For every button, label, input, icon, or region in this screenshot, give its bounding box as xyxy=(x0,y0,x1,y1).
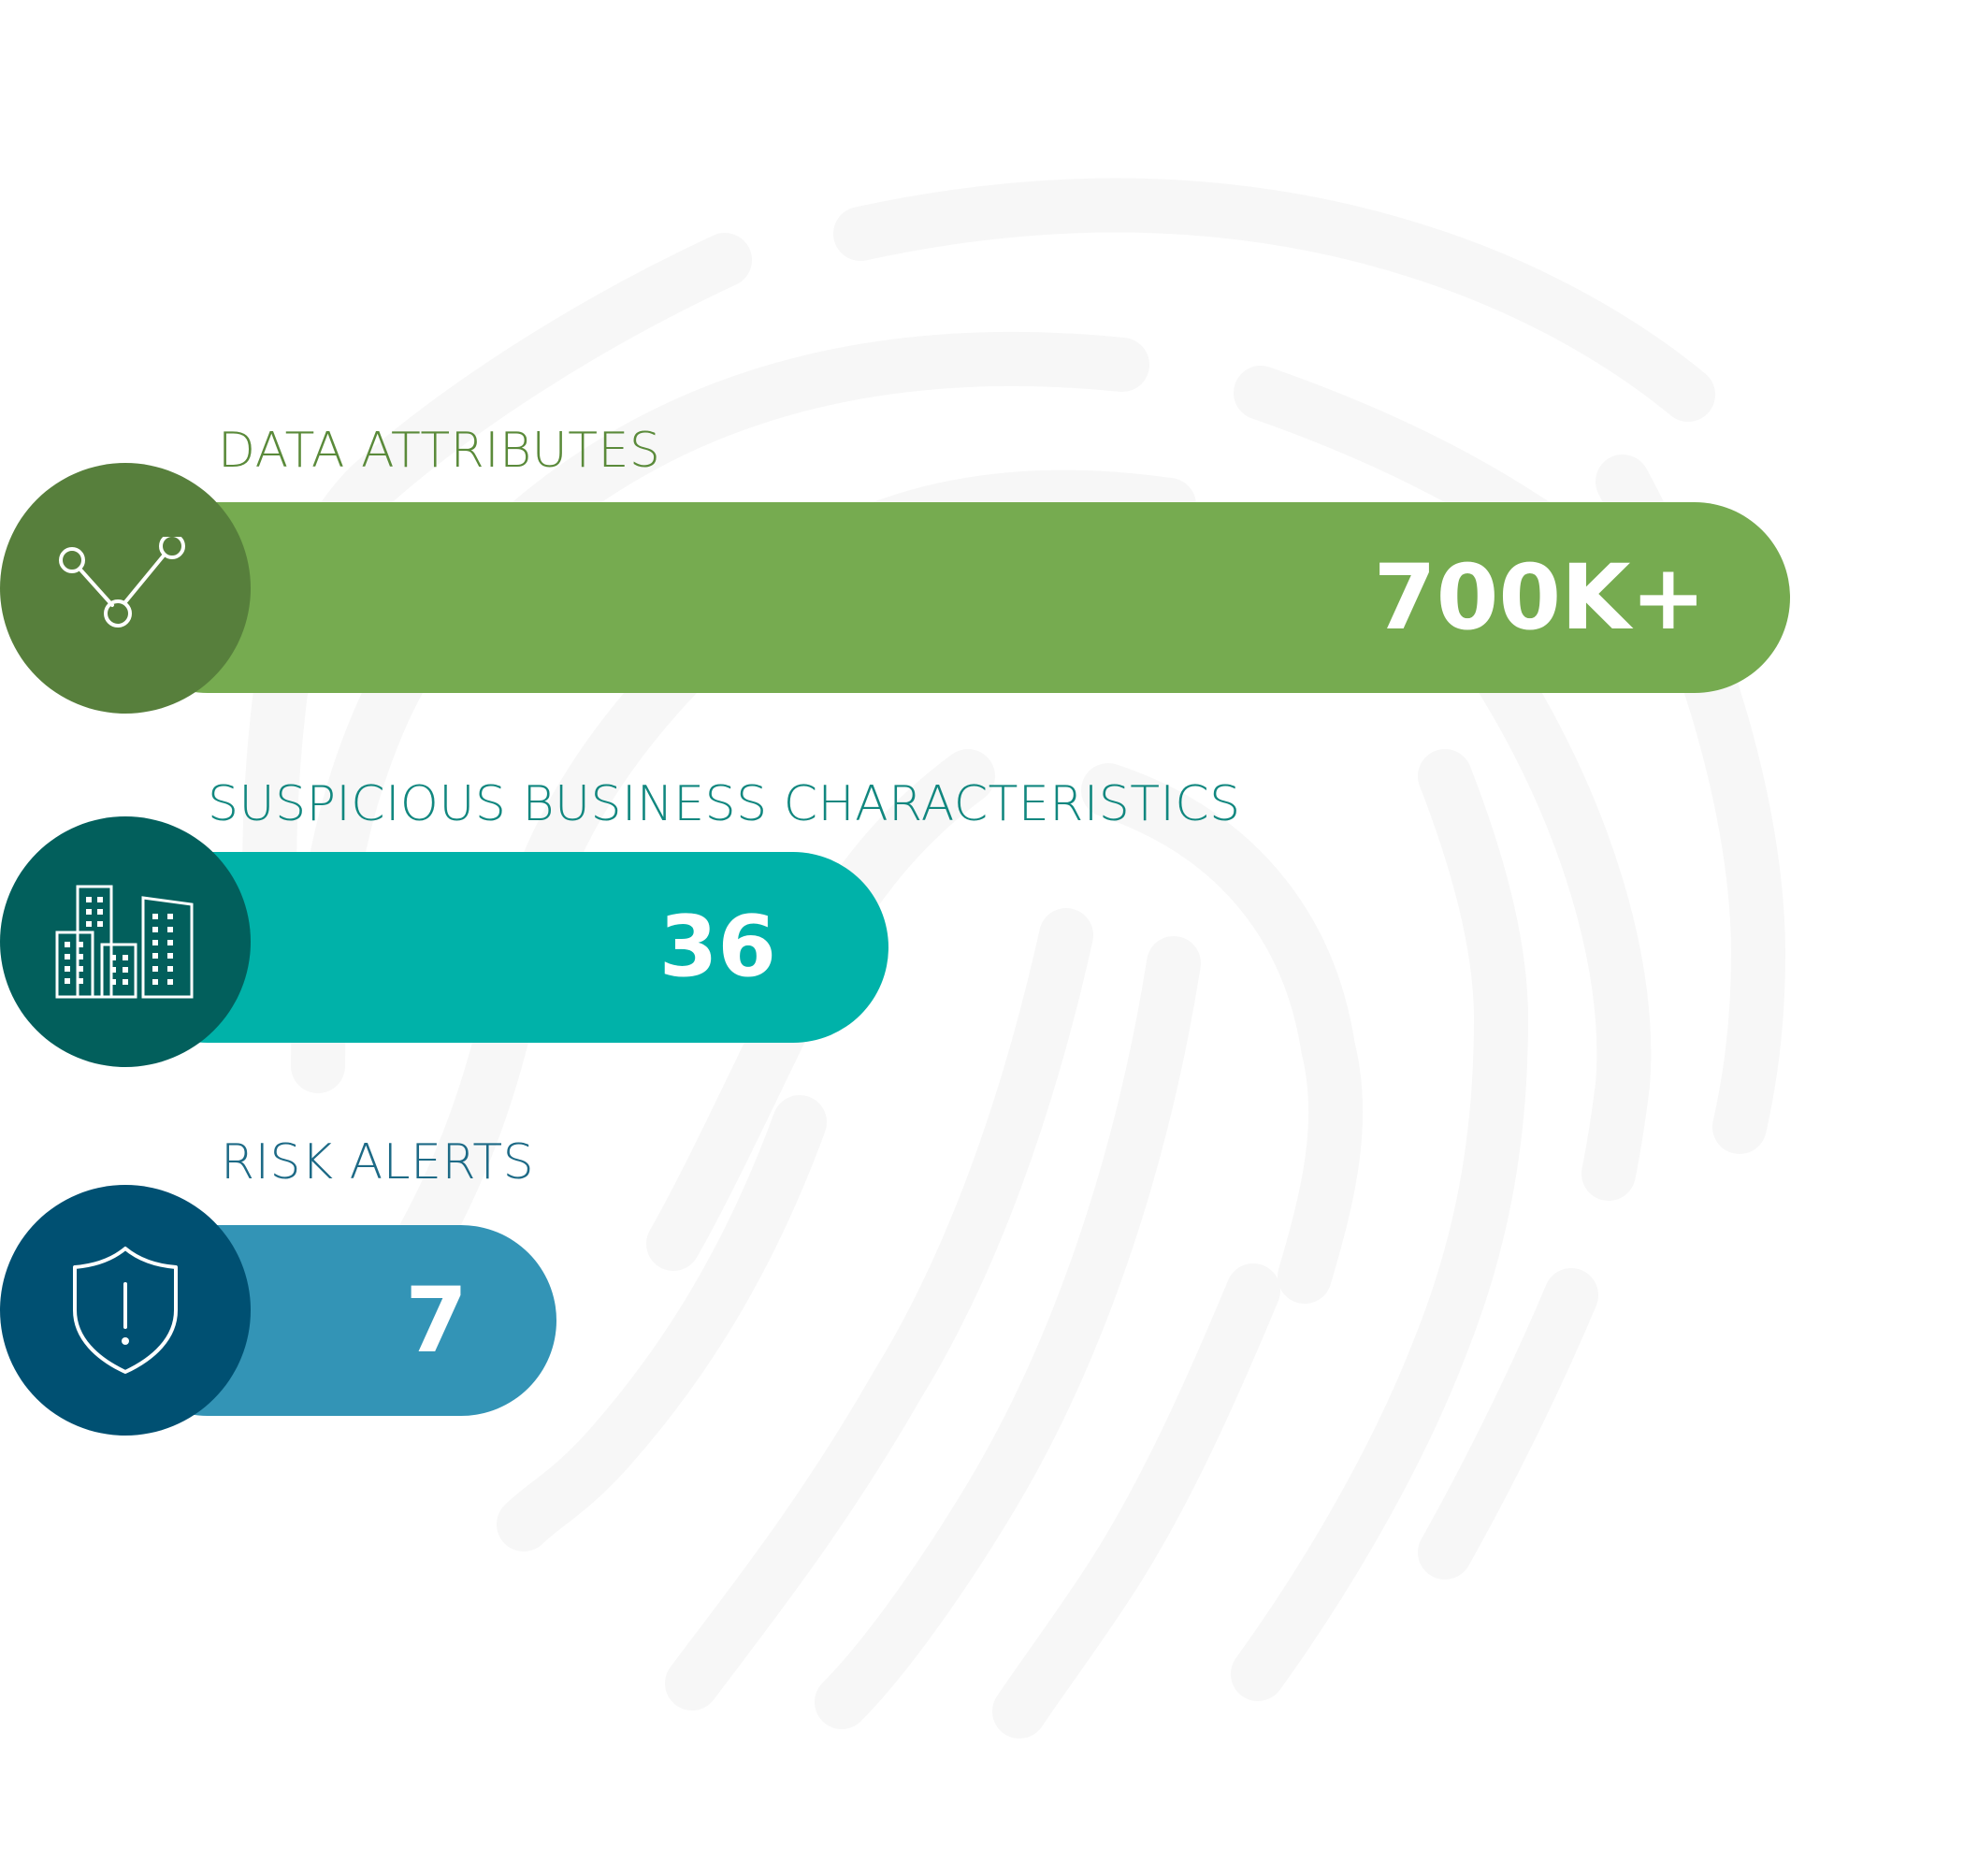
stat-suspicious-business-characteristics: SUSPICIOUS BUSINESS CHARACTERISTICS 36 xyxy=(0,776,1240,1067)
stat-value: 7 xyxy=(405,1268,468,1373)
stat-icon-circle xyxy=(0,816,251,1067)
stat-label: RISK ALERTS xyxy=(221,1134,535,1191)
stat-icon-circle xyxy=(0,1185,251,1436)
stat-risk-alerts: RISK ALERTS 7 xyxy=(0,1134,655,1436)
office-buildings-icon xyxy=(55,885,194,999)
stat-bar: 700K+ xyxy=(112,502,1790,693)
shield-alert-icon xyxy=(73,1247,178,1374)
stat-value: 36 xyxy=(658,898,776,996)
stat-label: SUSPICIOUS BUSINESS CHARACTERISTICS xyxy=(208,776,1241,832)
stat-icon-circle xyxy=(0,463,251,714)
stat-value: 700K+ xyxy=(1373,545,1706,650)
line-graph-nodes-icon xyxy=(59,537,185,628)
stat-data-attributes: DATA ATTRIBUTES 700K+ xyxy=(0,423,1796,714)
stat-label: DATA ATTRIBUTES xyxy=(218,423,661,479)
